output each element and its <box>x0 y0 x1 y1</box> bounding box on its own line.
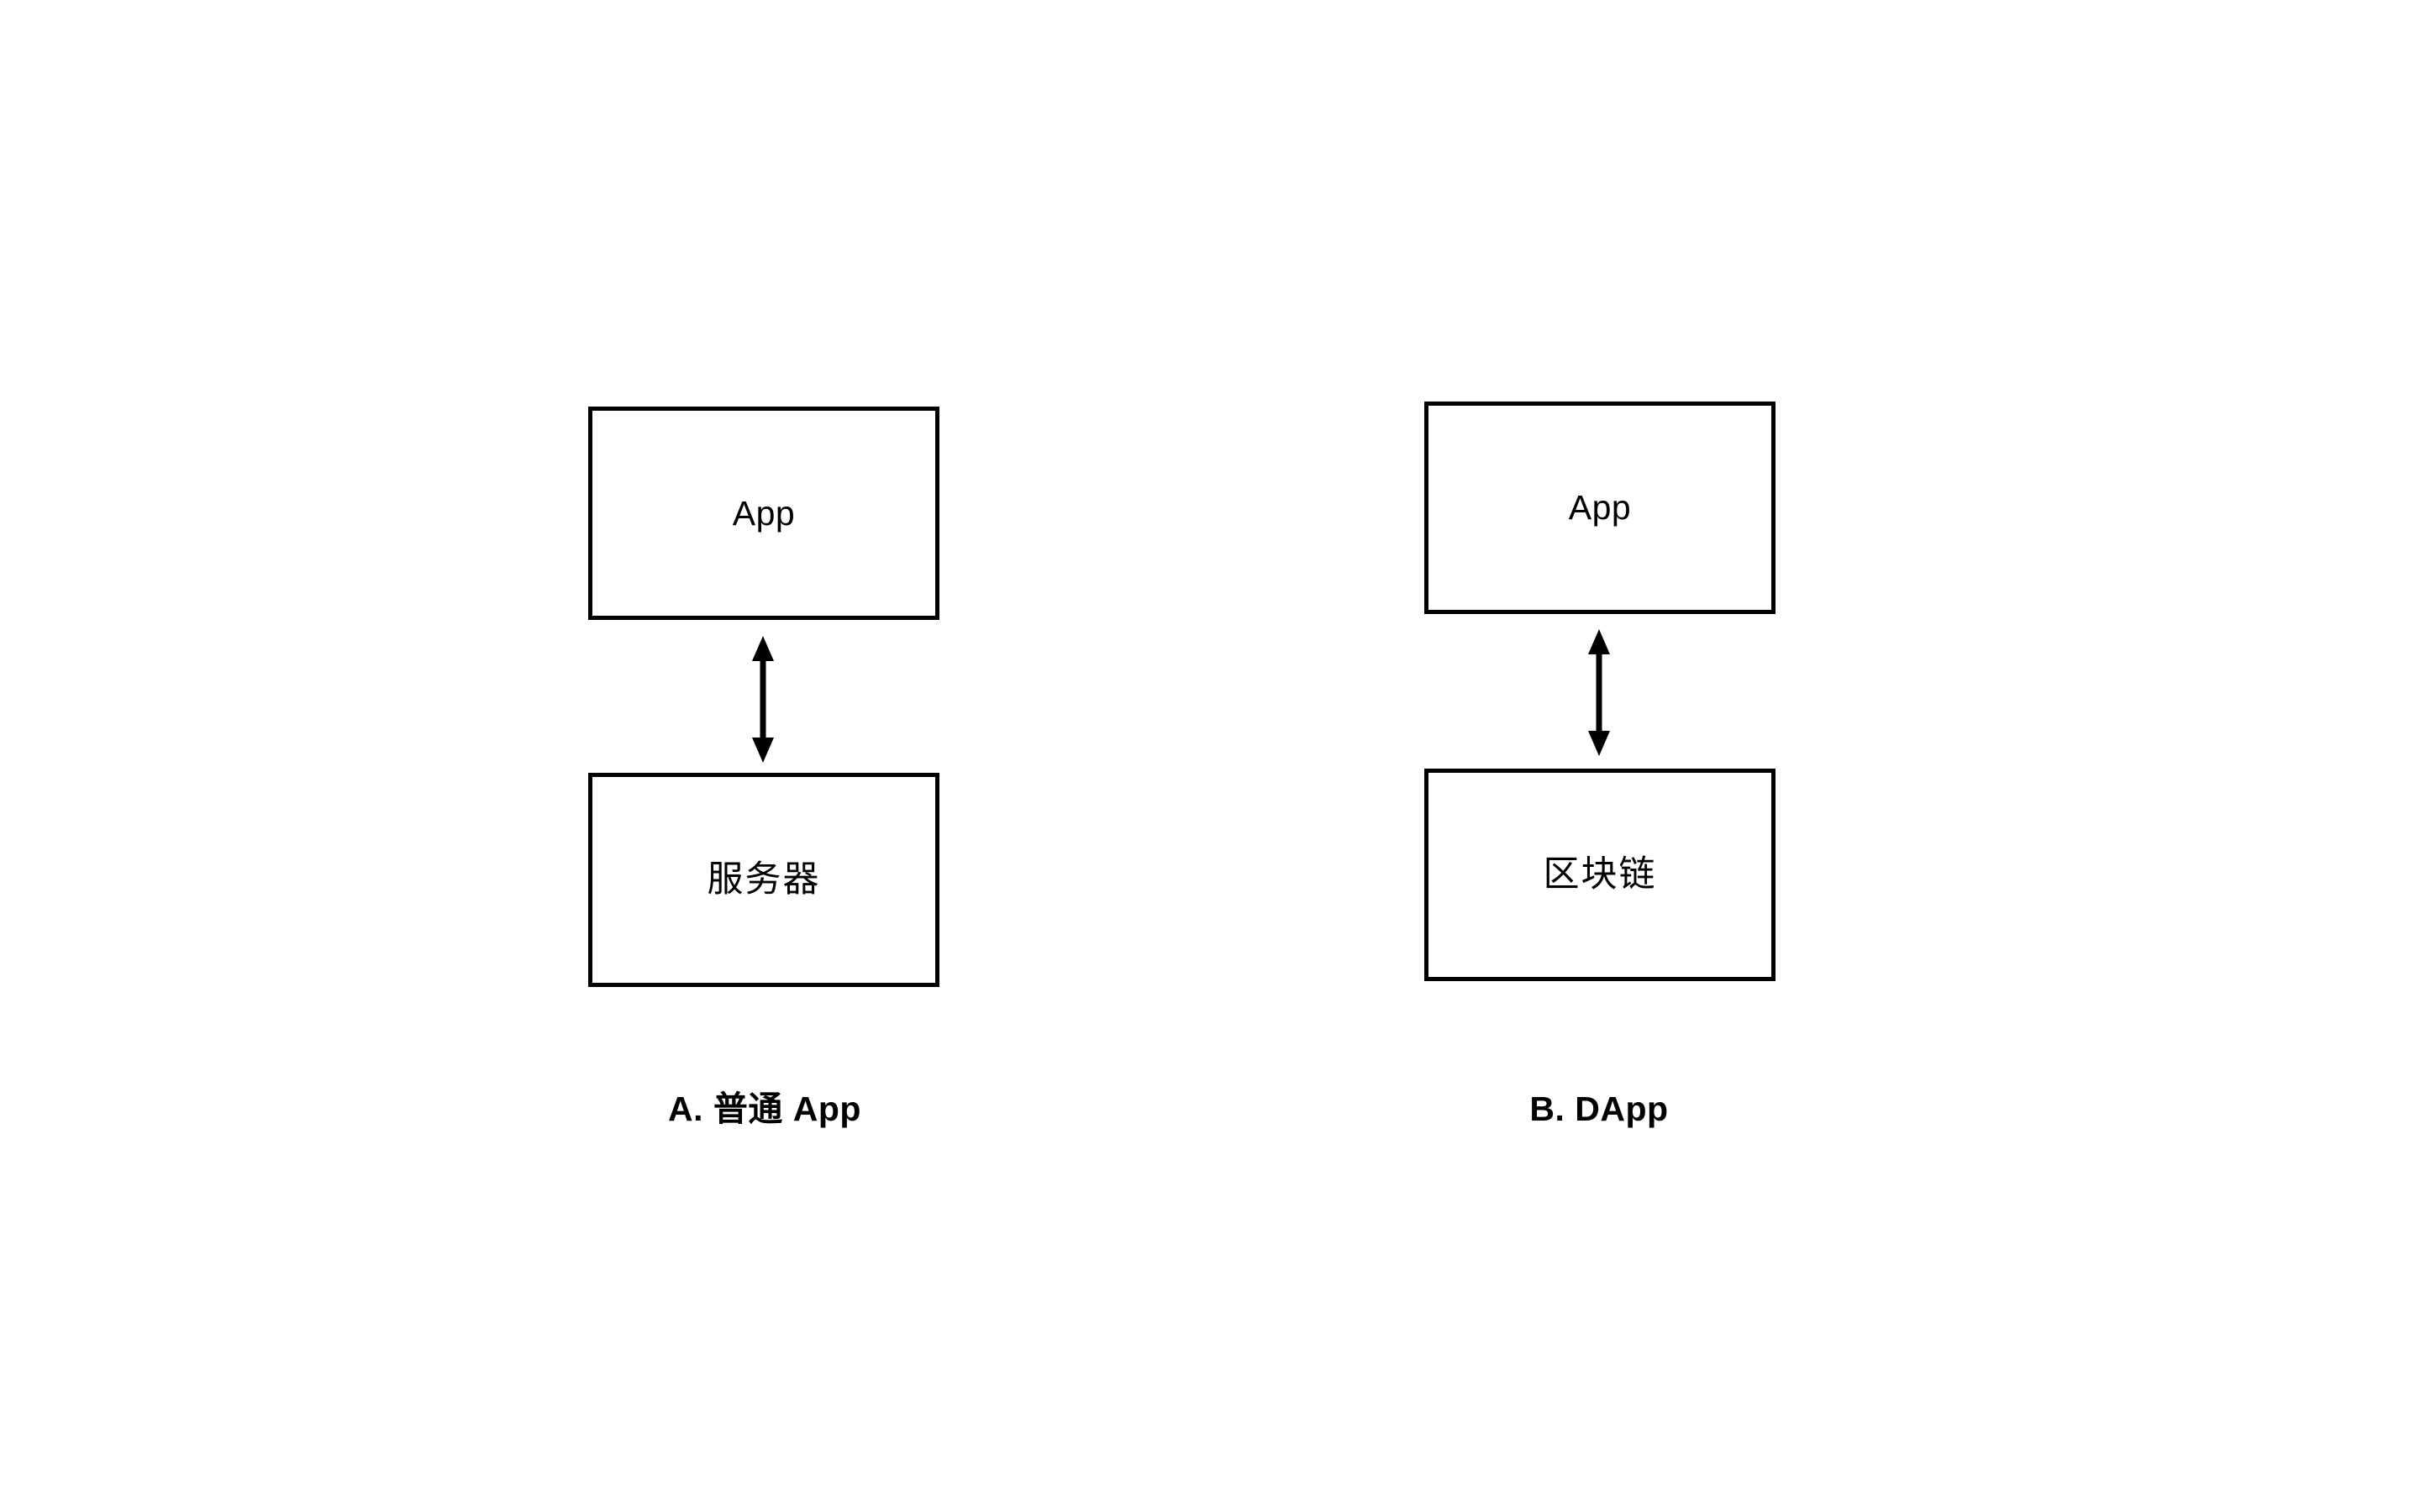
arrowhead-down-left <box>752 738 774 763</box>
arrowhead-up-left <box>752 636 774 661</box>
node-label-app-left: App <box>732 493 796 533</box>
node-box-server: 服务器 <box>588 773 939 987</box>
node-box-app-left: App <box>588 407 939 620</box>
node-box-blockchain: 区块链 <box>1424 769 1776 981</box>
arrowhead-up-right <box>1588 629 1610 654</box>
arrowhead-down-right <box>1588 731 1610 756</box>
node-label-server: 服务器 <box>707 859 821 900</box>
node-label-blockchain: 区块链 <box>1543 854 1657 895</box>
double-headed-arrow-left <box>752 636 774 763</box>
node-label-app-right: App <box>1568 488 1632 527</box>
double-headed-arrow-right <box>1588 629 1610 756</box>
panel-caption-a: A. 普通 App <box>668 1089 861 1128</box>
panel-caption-b: B. DApp <box>1529 1089 1669 1128</box>
node-box-app-right: App <box>1424 402 1776 614</box>
